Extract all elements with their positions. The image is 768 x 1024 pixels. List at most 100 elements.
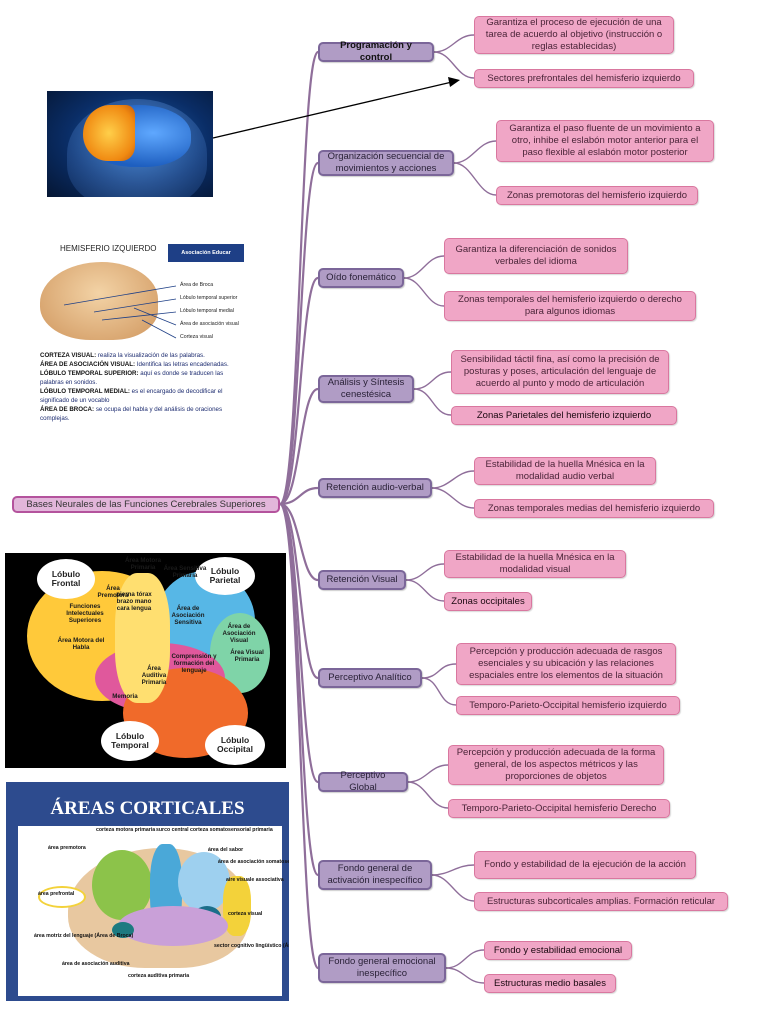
root-branch-connector [279,502,319,582]
branch-leaf-connector [407,764,449,783]
branch-fondo-activacion[interactable]: Fondo general de activación inespecífico [318,860,432,890]
cortical-area-label: corteza motora primaria [96,827,156,833]
leaf-6-description[interactable]: Estabilidad de la huella Mnésica en la m… [444,550,626,578]
leaf-4-zone[interactable]: Zonas Parietales del hemisferio izquierd… [451,406,677,425]
branch-leaf-connector [445,967,485,984]
cortical-area-label: aire visuale associativa [226,877,284,883]
branch-retencion-audio-verbal[interactable]: Retención audio-verbal [318,478,432,498]
branch-fondo-emocional[interactable]: Fondo general emocional inespecífico [318,953,446,983]
cortical-area-label: surco central [156,827,189,833]
leaf-9-description[interactable]: Fondo y estabilidad de la ejecución de l… [474,851,696,879]
left-hemisphere-infographic: HEMISFERIO IZQUIERDO Asociación Educar Á… [34,240,249,435]
description-term: LÓBULO TEMPORAL MEDIAL: [40,387,130,395]
leaf-10-zone[interactable]: Estructuras medio basales [484,974,616,993]
root-branch-connector [278,50,320,506]
infographic-label: Área de Broca [180,282,214,288]
infographic-description: CORTEZA VISUAL: realiza la visualización… [40,352,245,424]
description-term: ÁREA DE BROCA: [40,405,95,413]
root-branch-connector [279,486,319,506]
lobe-area-label: Área Auditiva Primaria [141,665,167,687]
root-branch-connector [278,502,320,970]
leaf-3-description[interactable]: Garantiza la diferenciación de sonidos v… [444,238,628,274]
description-term: ÁREA DE ASOCIACIÓN VISUAL: [40,360,136,368]
leaf-1-description[interactable]: Garantiza el proceso de ejecución de una… [474,16,674,54]
leaf-5-description[interactable]: Estabilidad de la huella Mnésica en la m… [474,457,656,485]
infographic-description-row: LÓBULO TEMPORAL MEDIAL: es el encargado … [40,388,245,406]
leaf-3-zone[interactable]: Zonas temporales del hemisferio izquierd… [444,291,696,321]
infographic-label: Corteza visual [180,334,213,340]
lobe-area-label: Área Motora del Habla [57,637,105,652]
lobe-area-label: Área de Asociación Visual [222,623,256,645]
branch-perceptivo-analitico[interactable]: Perceptivo Analítico [318,668,422,688]
pointer-arrow-head [448,77,460,87]
lobe-area-label: Área Premotora [97,585,129,600]
leaf-2-description[interactable]: Garantiza el paso fluente de un movimien… [496,120,714,162]
infographic-description-row: ÁREA DE ASOCIACIÓN VISUAL: Identifica la… [40,361,245,370]
lobe-area-label: Memoria [112,693,138,700]
leaf-8-zone[interactable]: Temporo-Parieto-Occipital hemisferio Der… [448,799,670,818]
leaf-9-zone[interactable]: Estructuras subcorticales amplias. Forma… [474,892,728,911]
branch-leaf-connector [405,579,445,602]
branch-analisis-sintesis[interactable]: Análisis y Síntesis cenestésica [318,375,414,403]
leaf-7-description[interactable]: Percepción y producción adecuada de rasg… [456,643,676,685]
leaf-7-zone[interactable]: Temporo-Parieto-Occipital hemisferio izq… [456,696,680,715]
branch-leaf-connector [433,34,475,53]
infographic-label: Lóbulo temporal superior [180,295,238,301]
infographic-description-row: ÁREA DE BROCA: se ocupa del habla y del … [40,406,245,424]
cortical-area-label: corteza somatosensorial primaria [190,827,273,833]
lobe-area-label: Área Visual Primaria [230,649,264,664]
lobe-area-label: pierna tórax brazo mano cara lengua [116,591,152,613]
branch-leaf-connector [445,949,485,969]
branch-programacion-control[interactable]: Programación y control [318,40,434,63]
branch-leaf-connector [421,677,457,706]
leaf-5-zone[interactable]: Zonas temporales medias del hemisferio i… [474,499,714,518]
lobe-area-label: Área Motora Primaria [124,557,162,572]
branch-leaf-connector [413,371,452,390]
root-branch-connector [279,387,319,506]
pointer-arrow-line [212,81,453,139]
leaf-1-zone[interactable]: Sectores prefrontales del hemisferio izq… [474,69,694,88]
branch-leaf-connector [431,874,475,902]
description-text: es el encargado de decodificar el signif… [40,387,223,404]
brain-prefrontal-image [47,91,213,197]
lobe-area-label: Comprensión y formación del lenguaje [171,653,217,675]
description-text: Identifica las letras encadenadas. [135,360,229,368]
branch-leaf-connector [453,140,497,164]
branch-leaf-connector [431,487,475,509]
cortical-area-label: área de asociación auditiva [62,961,130,967]
branch-leaf-connector [421,663,457,679]
lobe-area-label: Área de Asociación Sensitiva [171,605,205,627]
leaf-4-description[interactable]: Sensibilidad táctil fina, así como la pr… [451,350,669,394]
cortical-areas-image: ÁREAS CORTICALES corteza motora primaria… [6,782,289,1001]
lobe-area-label: Área Sensitiva Primaria [163,565,207,580]
branch-oido-fonematico[interactable]: Oído fonemático [318,268,404,288]
root-branch-connector [278,161,320,506]
infographic-label: Área de asociación visual [180,321,239,327]
branch-leaf-connector [413,388,452,416]
leaf-10-description[interactable]: Fondo y estabilidad emocional [484,941,632,960]
branch-retencion-visual[interactable]: Retención Visual [318,570,406,590]
infographic-description-row: CORTEZA VISUAL: realiza la visualización… [40,352,245,361]
infographic-description-row: LÓBULO TEMPORAL SUPERIOR: aquí es donde … [40,370,245,388]
leaf-2-zone[interactable]: Zonas premotoras del hemisferio izquierd… [496,186,698,205]
description-text: realiza la visualización de las palabras… [96,352,205,359]
branch-organizacion-secuencial[interactable]: Organización secuencial de movimientos y… [318,150,454,176]
lobe-label: Lóbulo Temporal [101,721,159,761]
branch-leaf-connector [433,51,475,79]
branch-leaf-connector [453,162,497,196]
leaf-6-zone[interactable]: Zonas occipitales [444,592,532,611]
cortical-area-label: área premotora [48,845,86,851]
description-text: aquí es donde se traducen las palabras e… [40,369,224,386]
leaf-8-description[interactable]: Percepción y producción adecuada de la f… [448,745,664,785]
cortical-area-label: área prefrontal [38,891,75,897]
lobe-area-label: Funciones Intelectuales Superiores [66,603,104,625]
branch-perceptivo-global[interactable]: Perceptivo Global [318,770,408,793]
branch-leaf-connector [431,864,475,876]
root-node[interactable]: Bases Neurales de las Funciones Cerebral… [12,496,280,513]
infographic-logo: Asociación Educar [168,244,244,262]
cortical-area-label: sector cognitivo lingüístico (Área de We… [214,943,289,949]
branch-leaf-connector [431,470,475,489]
lobe-label: Lóbulo Occipital [205,725,265,765]
